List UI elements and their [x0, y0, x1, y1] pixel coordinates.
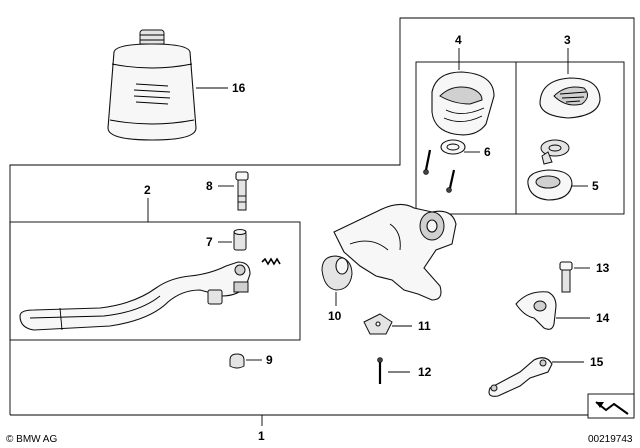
pivot-bolt [235, 171, 249, 211]
callout-6: 6 [484, 145, 491, 159]
callout-12: 12 [418, 365, 432, 379]
assembly-outline [9, 17, 635, 416]
brake-lever [19, 261, 251, 331]
reservoir-ring [527, 169, 573, 201]
callout-8: 8 [206, 179, 213, 193]
handlebar-clamp [515, 291, 557, 330]
callout-4: 4 [455, 33, 462, 47]
angle-arrow-icon [587, 393, 635, 419]
callout-9: 9 [266, 353, 273, 367]
mounting-bracket [488, 357, 553, 397]
reservoir-cap [539, 77, 601, 165]
clamp-bolt [559, 261, 573, 293]
copyright-text: © BMW AG [6, 434, 57, 445]
callout-14: 14 [596, 311, 610, 325]
lever-group-frame [9, 221, 301, 341]
callout-11: 11 [418, 319, 431, 333]
reservoir-group-frame [415, 61, 625, 215]
fluid-reservoir [431, 71, 495, 136]
brake-fluid-container [107, 29, 197, 141]
gasket-and-screws [423, 139, 466, 193]
callout-7: 7 [206, 235, 213, 249]
switch-screw [377, 357, 383, 384]
callout-10: 10 [328, 309, 342, 323]
brake-light-switch [363, 313, 393, 335]
callout-15: 15 [590, 355, 604, 369]
callout-16: 16 [232, 81, 246, 95]
master-cylinder-housing [333, 203, 457, 301]
rubber-boot [321, 255, 353, 291]
sleeve-and-spring [233, 228, 281, 266]
callout-2: 2 [144, 183, 151, 197]
cap-nut [229, 353, 245, 369]
callout-1: 1 [258, 429, 265, 443]
diagram-number: 00219743 [588, 434, 633, 445]
callout-13: 13 [596, 261, 610, 275]
callout-5: 5 [592, 179, 599, 193]
callout-3: 3 [564, 33, 571, 47]
